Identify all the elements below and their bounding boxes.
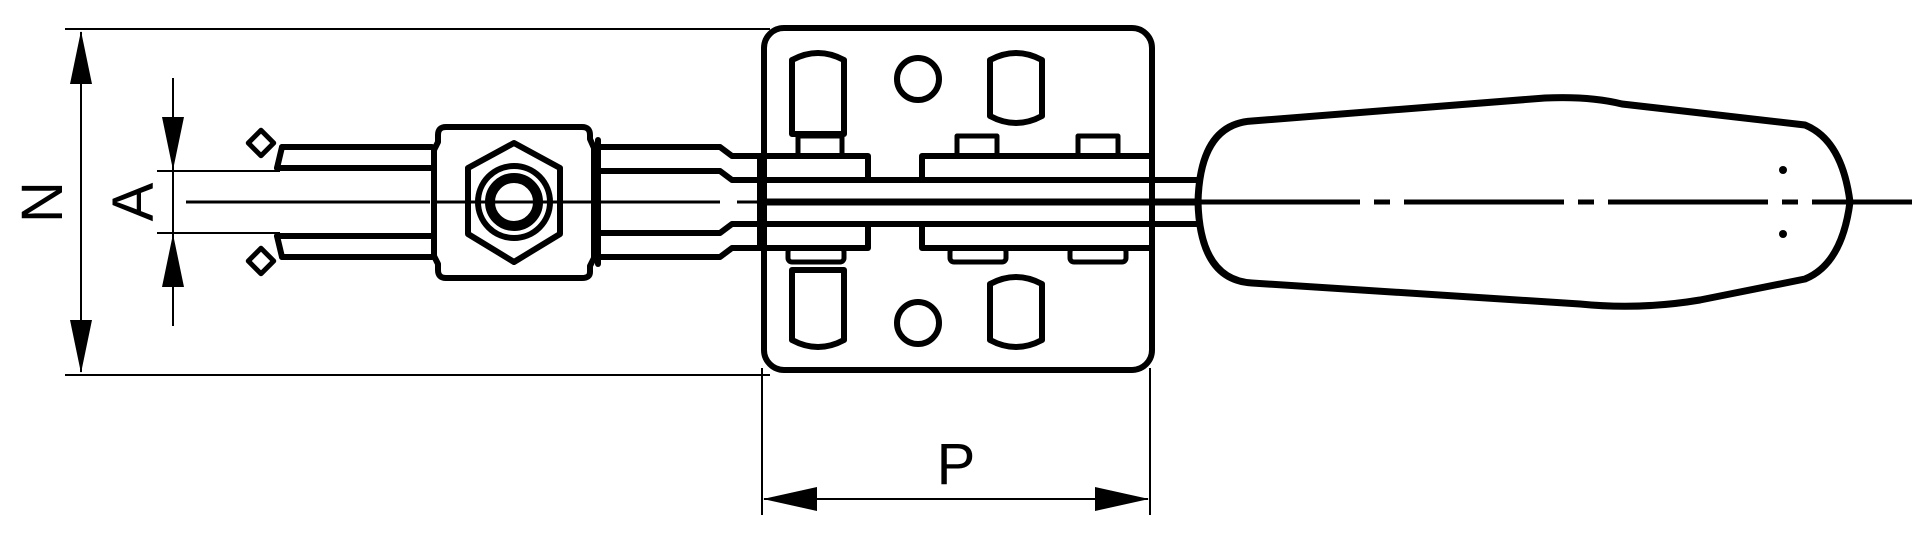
guide-block-left-bottom — [757, 221, 871, 251]
arrow-up-icon — [70, 31, 92, 84]
mounting-slot-bottom-left-icon — [789, 267, 847, 350]
dimension-p: P — [761, 368, 1151, 515]
dimension-label-n: N — [10, 181, 75, 223]
arrow-down-icon — [162, 117, 184, 170]
guide-block-right-top — [919, 153, 1155, 183]
guide-block-right-bottom — [919, 221, 1155, 251]
hex-nut-icon — [465, 140, 563, 265]
base-plate — [757, 25, 1155, 373]
dimension-label-a: A — [101, 182, 166, 221]
dimension-a: A — [101, 78, 280, 326]
spindle-tip — [245, 127, 435, 277]
handle-marker-bottom-icon — [1779, 230, 1787, 238]
arrow-up-icon — [162, 234, 184, 287]
mounting-slot-top-right-icon — [987, 50, 1045, 126]
pivot-square-top-icon — [245, 127, 277, 159]
handle-marker-top-icon — [1779, 166, 1787, 174]
handle-grip — [1149, 94, 1912, 310]
arrow-left-icon — [763, 487, 817, 511]
dimension-n: N — [10, 28, 770, 376]
dimension-label-p: P — [937, 432, 976, 497]
base-plate-outline — [761, 25, 1155, 373]
mounting-hole-bottom-icon — [894, 299, 942, 347]
mounting-hole-top-icon — [894, 55, 942, 103]
mounting-slot-bottom-right-icon — [987, 274, 1045, 350]
mounting-slot-top-left-icon — [789, 50, 847, 137]
arrow-down-icon — [70, 320, 92, 373]
arrow-right-icon — [1095, 487, 1149, 511]
hex-nut-block — [431, 124, 597, 281]
guide-block-left-top — [757, 153, 871, 183]
pivot-square-bottom-icon — [245, 245, 277, 277]
